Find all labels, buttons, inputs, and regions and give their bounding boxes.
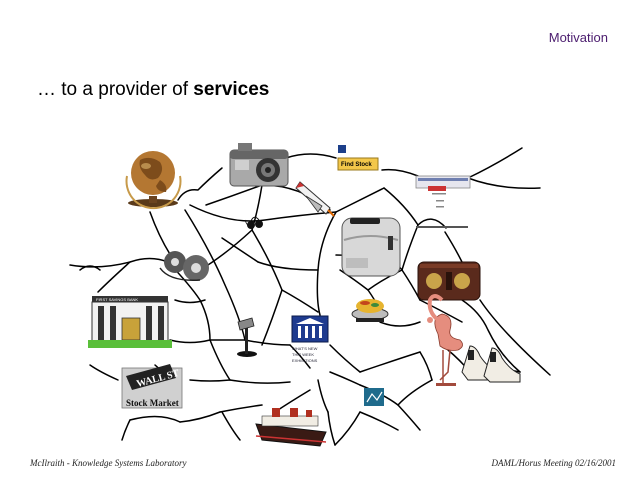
shoes-icon: [461, 345, 521, 383]
camera-icon: [229, 143, 289, 187]
section-label: Motivation: [548, 30, 608, 45]
flamingo-icon: [427, 294, 463, 386]
globe-icon: [125, 151, 182, 210]
footer-left: McIlraith - Knowledge Systems Laboratory: [30, 458, 187, 468]
museum-label-line-1: WHAT'S NEW: [292, 346, 318, 351]
earbuds-icon: [244, 216, 263, 229]
title-prefix: … to a provider of: [37, 79, 194, 100]
footer-right: DAML/Horus Meeting 02/16/2001: [491, 458, 617, 468]
food-platter-icon: [351, 299, 389, 322]
network-chart-icon: [364, 388, 384, 406]
stock-market-label: Stock Market: [126, 398, 179, 408]
film-reel-icon: [159, 251, 209, 281]
search-page-icon: [415, 175, 471, 228]
microphone-icon: [237, 317, 257, 357]
slide-title: … to a provider of services: [37, 79, 269, 101]
museum-label-line-2: THIS WEEK: [292, 352, 314, 357]
museum-icon: WHAT'S NEW THIS WEEK EXHIBITIONS: [291, 315, 329, 363]
bank-building-icon: FIRST SAVINGS BANK: [88, 296, 172, 348]
space-shuttle-icon: [295, 181, 335, 217]
find-stock-icon: Find Stock: [337, 145, 379, 171]
toaster-icon: [341, 217, 401, 277]
wall-street-sign-icon: WALL ST Stock Market: [121, 364, 183, 409]
find-stock-label: Find Stock: [341, 162, 372, 168]
title-emphasis: services: [193, 79, 270, 100]
ocean-liner-icon: [255, 408, 327, 447]
museum-label-line-3: EXHIBITIONS: [292, 358, 318, 363]
bank-sign: FIRST SAVINGS BANK: [96, 297, 138, 302]
radio-icon: [417, 261, 481, 301]
